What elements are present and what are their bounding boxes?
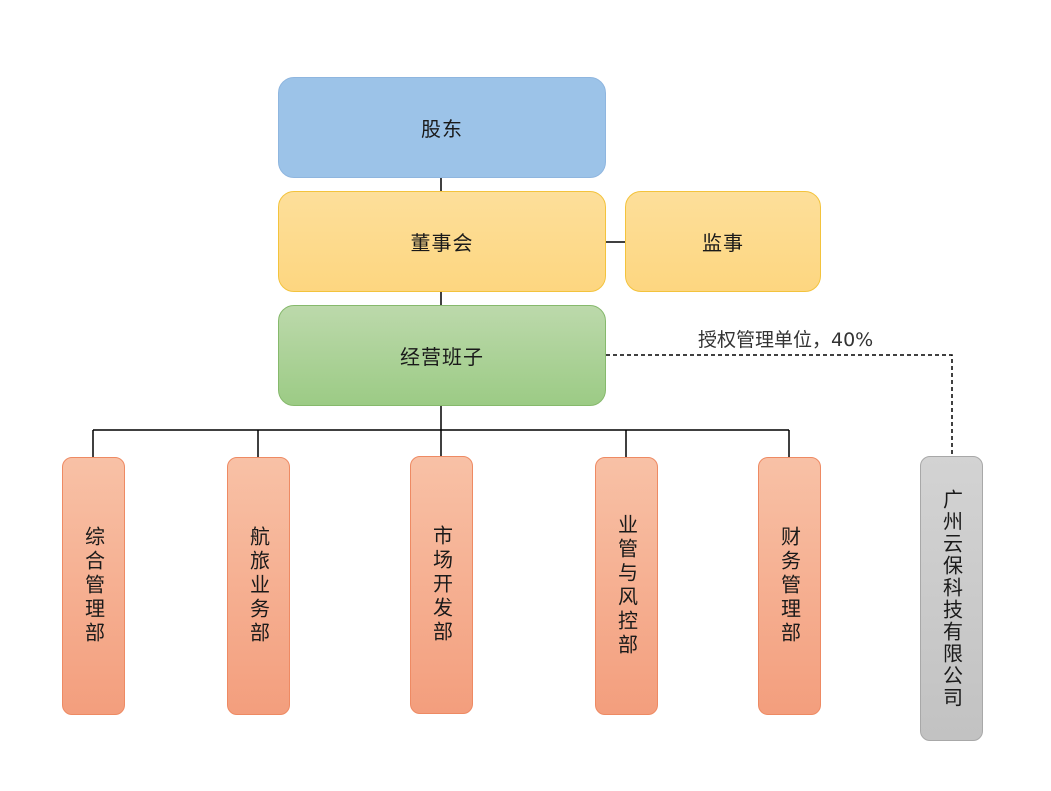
node-board-label: 董事会: [410, 231, 474, 255]
node-management-label: 经营班子: [400, 345, 484, 369]
node-dept-aviation-label: 航旅业务部: [246, 526, 271, 646]
edge-label-subsidiary: 授权管理单位，40%: [698, 329, 874, 351]
node-dept-risk-label: 业管与风控部: [614, 514, 639, 658]
node-dept-general: 综合管理部: [62, 457, 125, 715]
connector-dashed-subsidiary: [606, 354, 953, 456]
node-dept-finance: 财务管理部: [758, 457, 821, 715]
node-subsidiary-label: 广州云保科技有限公司: [939, 488, 964, 709]
node-dept-market-label: 市场开发部: [429, 525, 454, 645]
node-shareholders: 股东: [278, 77, 606, 178]
node-dept-finance-label: 财务管理部: [777, 526, 802, 646]
node-dept-market: 市场开发部: [410, 456, 473, 714]
node-dept-general-label: 综合管理部: [81, 526, 106, 646]
node-management: 经营班子: [278, 305, 606, 406]
node-dept-aviation: 航旅业务部: [227, 457, 290, 715]
node-subsidiary: 广州云保科技有限公司: [920, 456, 983, 741]
node-dept-risk: 业管与风控部: [595, 457, 658, 715]
node-supervisor-label: 监事: [702, 231, 744, 255]
node-board: 董事会: [278, 191, 606, 292]
node-supervisor: 监事: [625, 191, 821, 292]
node-shareholders-label: 股东: [421, 117, 463, 141]
